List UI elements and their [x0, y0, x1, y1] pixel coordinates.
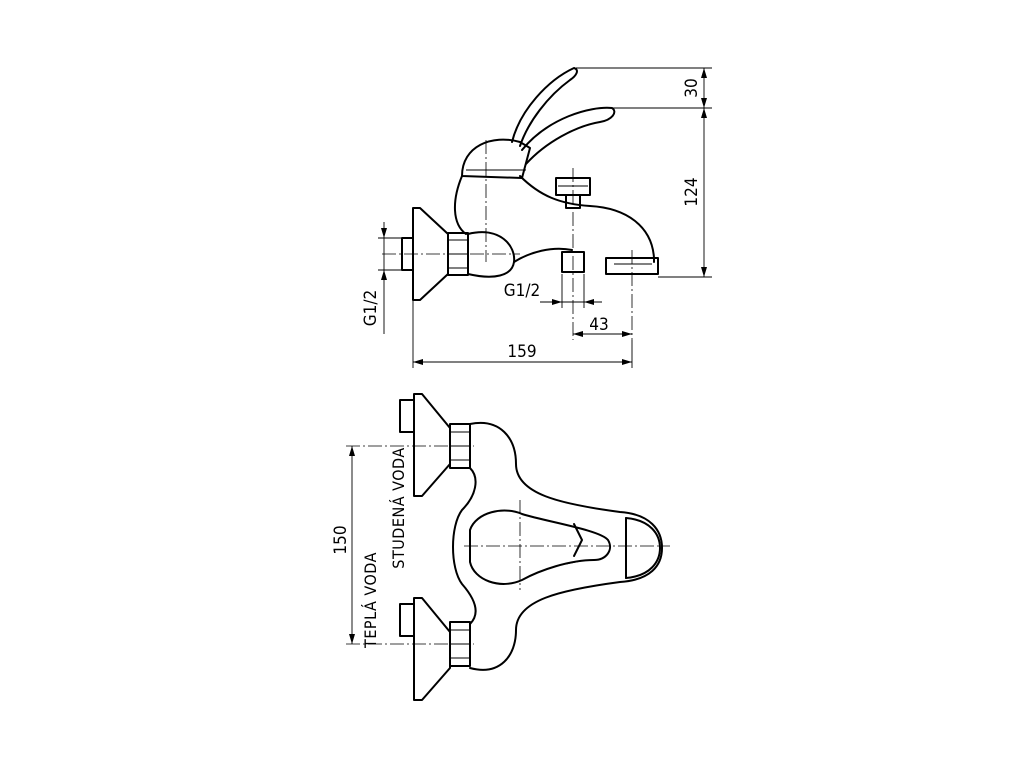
body-bulb [467, 231, 516, 278]
lever-crease [573, 523, 583, 557]
dim-overall-depth: 159 [507, 342, 536, 362]
dim-inlet-spacing: 150 [331, 525, 351, 554]
dim-top-height: 30 [682, 78, 702, 97]
upper-inlet-stub [399, 399, 415, 433]
dim-outlet-offset: 43 [589, 315, 608, 335]
body-inner-contour [452, 467, 477, 625]
lower-hex-nut [449, 621, 471, 667]
spout-outlet [605, 257, 659, 275]
diverter-knob [555, 177, 591, 196]
dim-outlet-thread: G1/2 [504, 281, 540, 301]
lever-handle [521, 106, 616, 165]
dim-inlet-thread: G1/2 [361, 290, 381, 326]
top-view: 150 STUDENÁ VODA TEPLÁ VODA [331, 393, 670, 701]
label-hot-water: TEPLÁ VODA [361, 552, 380, 649]
upper-escutcheon [413, 393, 451, 497]
lever-handle-raised [511, 67, 578, 147]
mixer-body-top [469, 421, 663, 671]
dim-body-height: 124 [682, 177, 702, 206]
spout-tip [625, 517, 661, 579]
lower-inlet-stub [399, 603, 415, 637]
outlet-stub [561, 251, 585, 273]
side-view: 30 124 G1/2 G1/2 43 159 [361, 67, 712, 368]
lever-top [469, 509, 612, 585]
label-cold-water: STUDENÁ VODA [389, 447, 408, 568]
mixer-body [453, 175, 655, 263]
lower-escutcheon [413, 597, 451, 701]
